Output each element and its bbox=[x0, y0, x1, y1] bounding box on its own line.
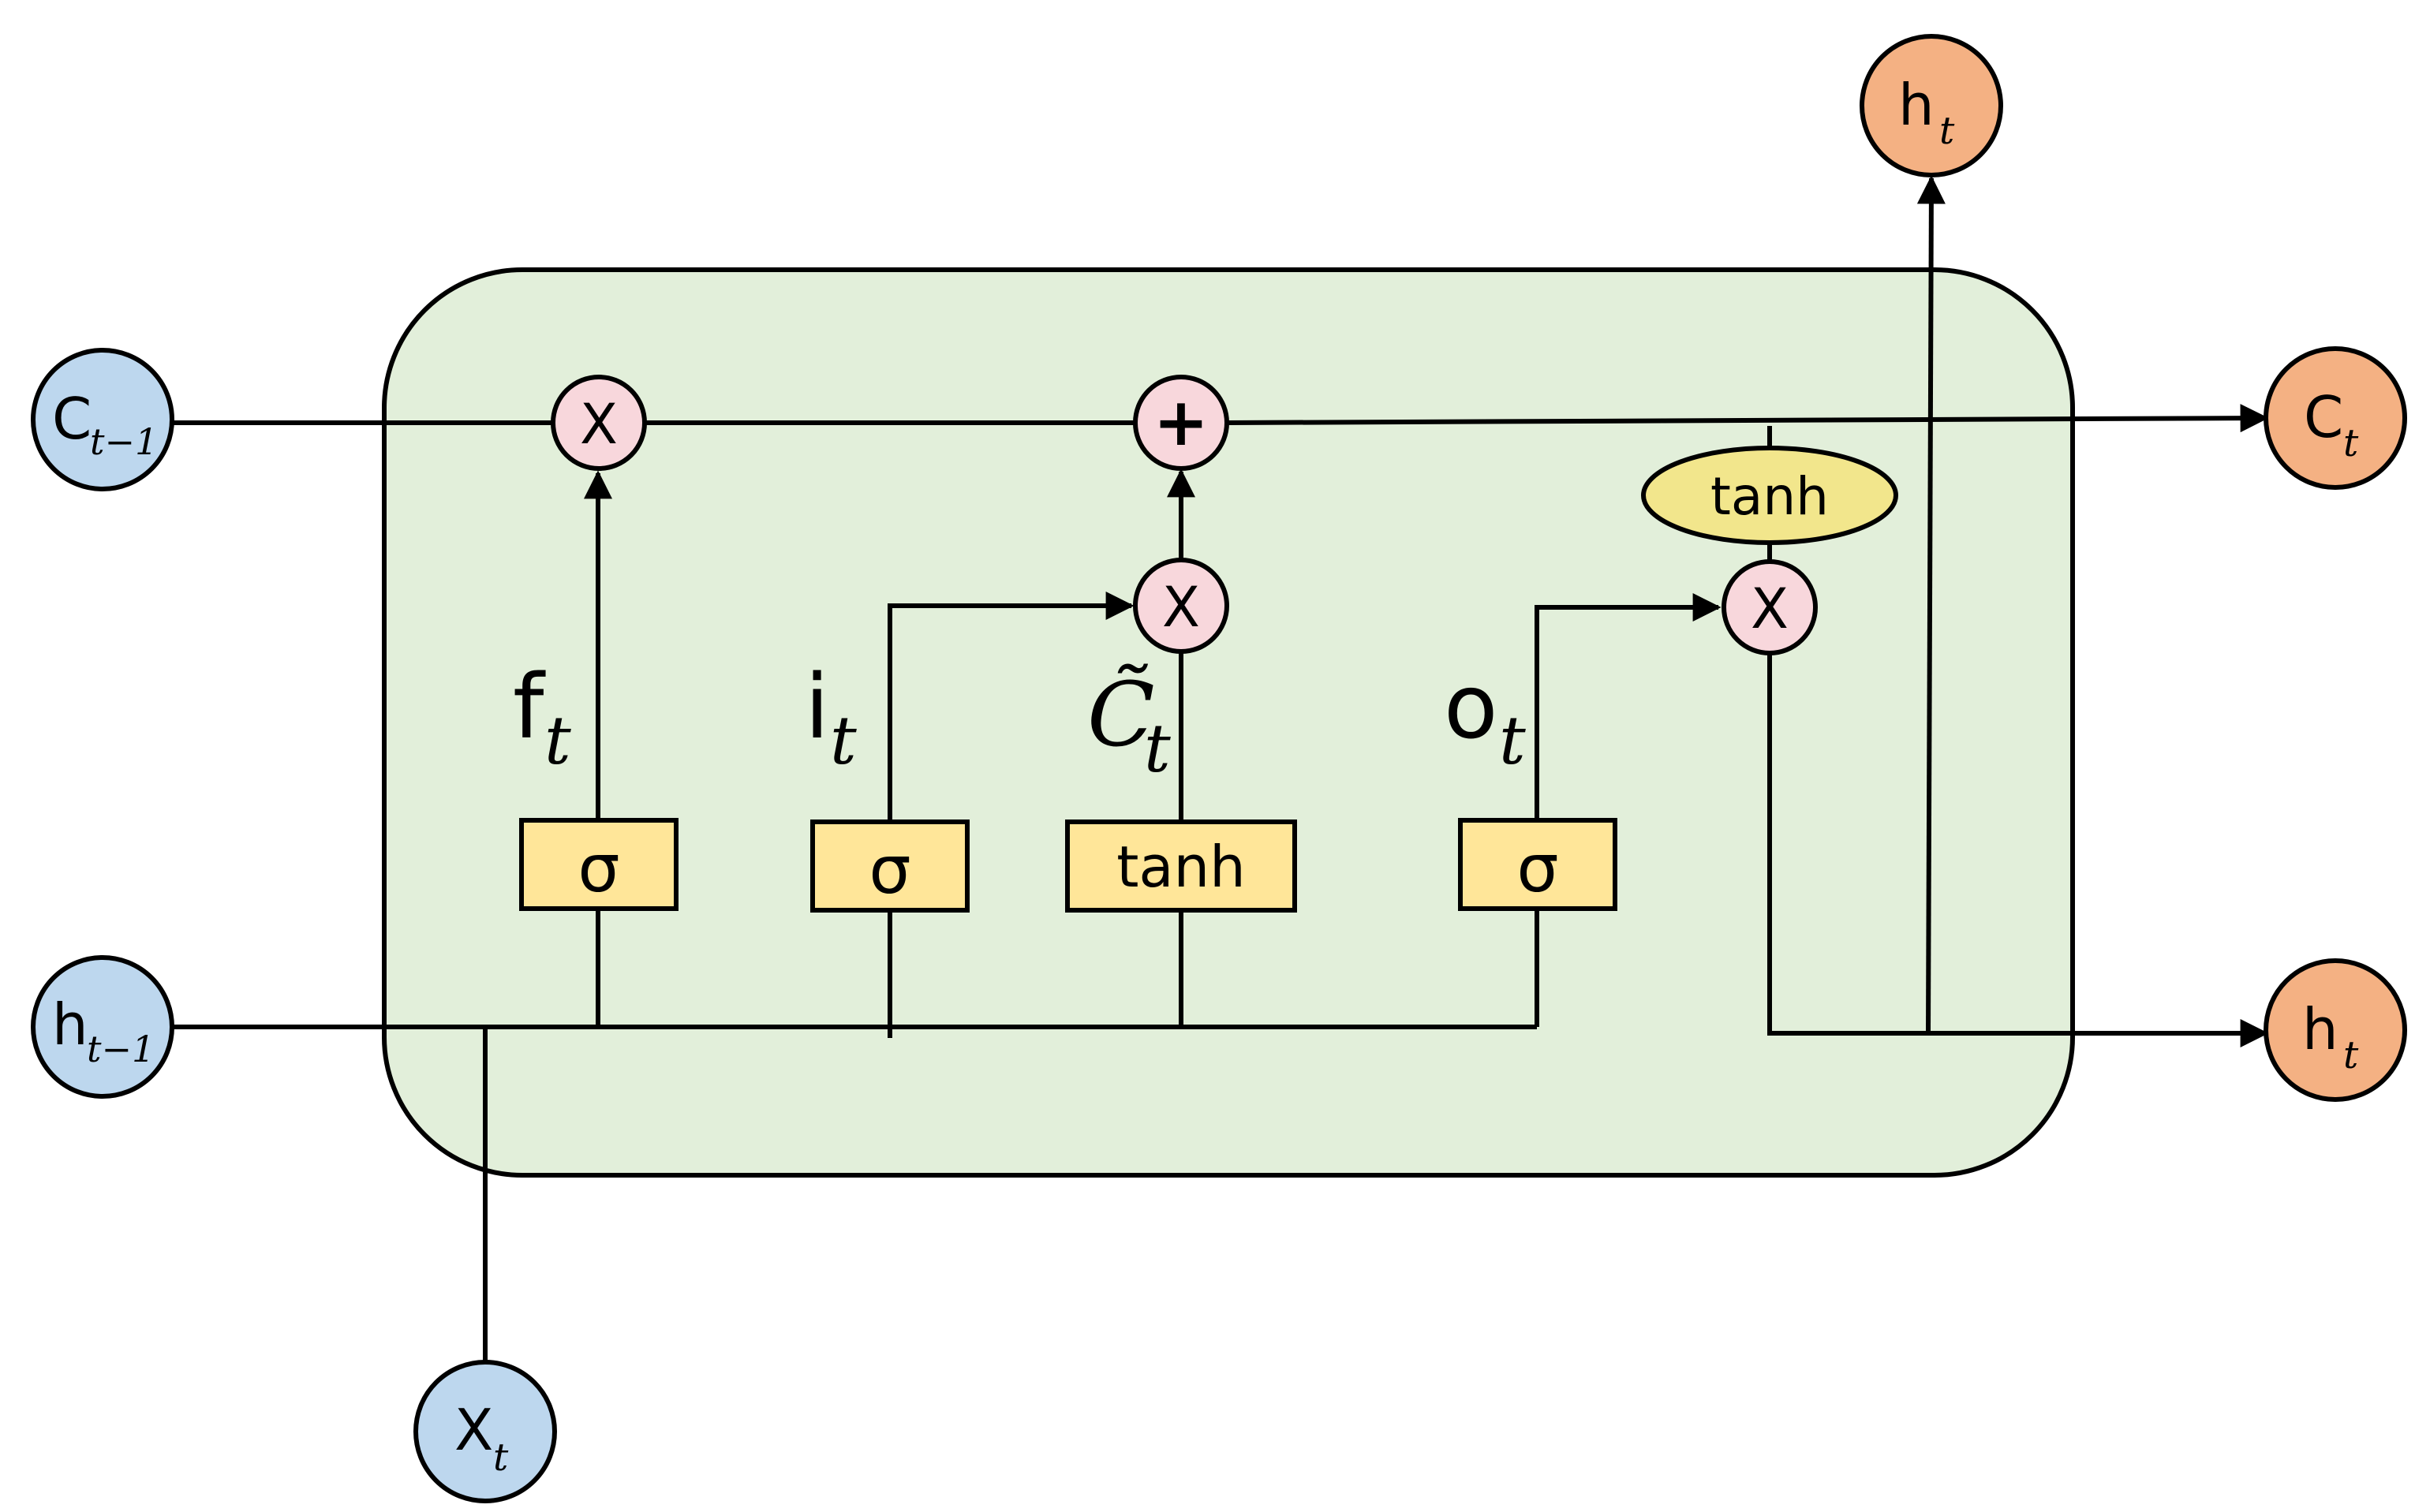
output-label-main: o bbox=[1444, 656, 1498, 759]
input-gate-label: i t bbox=[805, 656, 857, 779]
c-prev-node: C t−1 bbox=[31, 348, 174, 491]
h-out-right-sub: t bbox=[2343, 1033, 2359, 1077]
input-gate-box: σ bbox=[810, 819, 970, 913]
output-out-line bbox=[1535, 593, 1722, 820]
candidate-label-main: C̃ bbox=[1087, 664, 1155, 767]
output-gate-box: σ bbox=[1458, 818, 1617, 911]
c-out-sub: t bbox=[2343, 421, 2359, 465]
h-out-right-node: h t bbox=[2264, 958, 2407, 1102]
candidate-label-sub: t bbox=[1144, 710, 1171, 787]
h-prev-node: h t−1 bbox=[31, 955, 174, 1099]
c-prev-sub: t−1 bbox=[90, 420, 158, 463]
c-out-main: C bbox=[2304, 384, 2343, 450]
input-label-sub: t bbox=[830, 702, 857, 779]
output-label-sub: t bbox=[1499, 702, 1526, 779]
forget-label-main: f bbox=[513, 656, 546, 759]
h-out-top-sub: t bbox=[1939, 109, 1955, 153]
h-prev-sub: t−1 bbox=[87, 1028, 155, 1070]
forget-gate-symbol: σ bbox=[578, 830, 619, 907]
output-mul-symbol: X bbox=[1751, 577, 1789, 641]
input-out-line bbox=[888, 592, 1135, 820]
candidate-gate-box: tanh bbox=[1065, 819, 1297, 913]
input-label-main: i bbox=[805, 656, 829, 759]
candidate-gate-label: C̃ t bbox=[1087, 664, 1171, 787]
x-input-main: X bbox=[454, 1397, 493, 1463]
forget-gate-label: f t bbox=[513, 656, 571, 779]
h-output-line bbox=[1767, 653, 2269, 1047]
add-op: + bbox=[1133, 375, 1229, 471]
connection-lines bbox=[172, 175, 2269, 1363]
x-input-sub: t bbox=[493, 1435, 509, 1480]
output-gate-symbol: σ bbox=[1516, 830, 1558, 907]
x-input-node: X t bbox=[413, 1360, 557, 1503]
cell-tanh-ellipse: tanh bbox=[1641, 446, 1898, 545]
output-mul-op: X bbox=[1722, 559, 1818, 655]
forget-label-sub: t bbox=[544, 702, 571, 779]
input-gate-symbol: σ bbox=[869, 831, 910, 909]
input-mul-symbol: X bbox=[1162, 575, 1200, 640]
forget-mul-symbol: X bbox=[580, 392, 618, 457]
h-out-top-main: h bbox=[1898, 72, 1935, 138]
c-prev-main: C bbox=[52, 386, 92, 452]
h-out-top-node: h t bbox=[1860, 34, 2003, 177]
cell-state-line-3 bbox=[1227, 404, 2269, 433]
forget-gate-box: σ bbox=[519, 818, 679, 911]
h-out-right-main: h bbox=[2302, 996, 2338, 1062]
forget-mul-op: X bbox=[551, 375, 647, 471]
h-up-line bbox=[1916, 175, 1946, 1034]
h-prev-main: h bbox=[52, 991, 88, 1058]
candidate-gate-symbol: tanh bbox=[1116, 834, 1246, 900]
output-gate-label: o t bbox=[1444, 656, 1526, 779]
cell-tanh-label: tanh bbox=[1710, 466, 1829, 527]
add-symbol: + bbox=[1153, 383, 1209, 461]
input-mul-op: X bbox=[1133, 558, 1229, 654]
c-out-node: C t bbox=[2264, 346, 2407, 490]
